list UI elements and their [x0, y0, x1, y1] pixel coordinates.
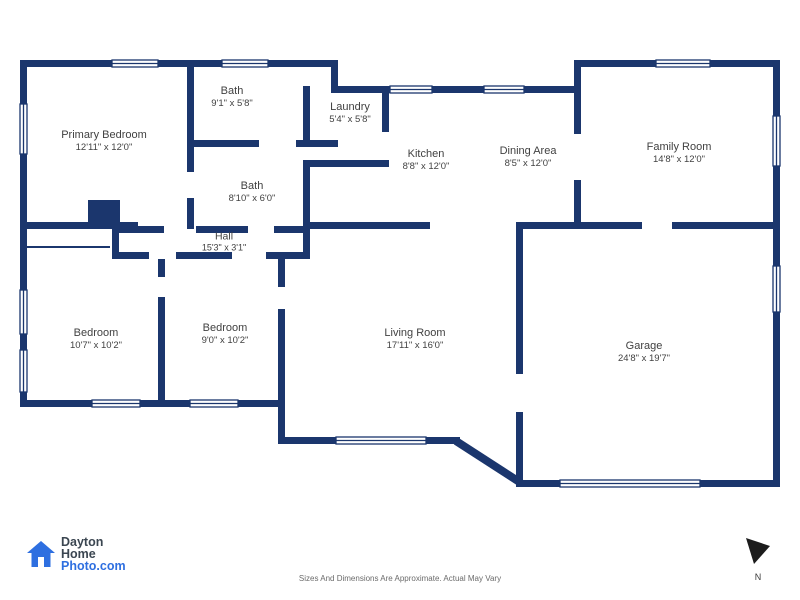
room-dimensions: 10'7" x 10'2" — [69, 339, 123, 351]
room-label-dining-area: Dining Area 8'5" x 12'0" — [500, 145, 557, 169]
room-label-primary-bedroom: Primary Bedroom 12'11" x 12'0" — [61, 129, 147, 153]
room-dimensions: 8'8" x 12'0" — [402, 160, 450, 172]
room-name: Bath — [220, 84, 244, 97]
logo-line-2: Home — [61, 547, 96, 561]
room-label-garage: Garage 24'8" x 19'7" — [618, 340, 670, 364]
room-dimensions: 14'8" x 12'0" — [652, 153, 706, 165]
room-name: Hall — [214, 230, 234, 243]
walls — [20, 60, 780, 487]
room-label-family-room: Family Room 14'8" x 12'0" — [647, 141, 712, 165]
room-dimensions: 17'11" x 16'0" — [386, 339, 444, 351]
room-name: Laundry — [330, 100, 370, 113]
room-name: Family Room — [646, 140, 712, 153]
room-name: Bath — [240, 179, 264, 192]
room-name: Bedroom — [202, 321, 248, 334]
room-label-bath-1: Bath 9'1" x 5'8" — [211, 85, 253, 109]
north-arrow-icon — [746, 538, 770, 564]
room-dimensions: 5'4" x 5'8" — [329, 113, 371, 125]
logo: Dayton Home Photo.com — [26, 536, 126, 572]
disclaimer-text: Sizes And Dimensions Are Approximate. Ac… — [298, 574, 502, 583]
room-name: Dining Area — [499, 144, 557, 157]
windows — [19, 59, 781, 488]
room-dimensions: 12'11" x 12'0" — [75, 141, 133, 153]
room-name: Living Room — [384, 326, 446, 339]
room-dimensions: 8'10" x 6'0" — [228, 192, 276, 204]
logo-text: Dayton Home Photo.com — [61, 535, 126, 573]
room-dimensions: 15'3" x 3'1" — [201, 242, 247, 253]
room-name: Bedroom — [73, 326, 119, 339]
room-label-bedroom-1: Bedroom 10'7" x 10'2" — [70, 327, 122, 351]
north-label: N — [754, 572, 762, 582]
floorplan-drawing — [19, 59, 781, 488]
north-indicator: N — [738, 536, 778, 582]
home-icon — [27, 541, 55, 567]
room-dimensions: 24'8" x 19'7" — [617, 352, 671, 364]
room-name: Kitchen — [407, 147, 445, 160]
room-dimensions: 8'5" x 12'0" — [504, 157, 552, 169]
logo-line-3: Photo.com — [61, 559, 126, 573]
diagonal-wall — [453, 437, 524, 487]
room-label-bath-2: Bath 8'10" x 6'0" — [229, 180, 276, 204]
room-dimensions: 9'0" x 10'2" — [201, 334, 249, 346]
room-label-kitchen: Kitchen 8'8" x 12'0" — [403, 148, 450, 172]
room-dimensions: 9'1" x 5'8" — [211, 97, 253, 109]
room-label-hall: Hall 15'3" x 3'1" — [202, 231, 246, 254]
room-label-living-room: Living Room 17'11" x 16'0" — [384, 327, 445, 351]
room-name: Garage — [625, 339, 663, 352]
room-label-bedroom-2: Bedroom 9'0" x 10'2" — [202, 322, 249, 346]
room-label-laundry: Laundry 5'4" x 5'8" — [329, 101, 371, 125]
logo-line-1: Dayton — [61, 535, 104, 549]
room-name: Primary Bedroom — [61, 128, 147, 141]
